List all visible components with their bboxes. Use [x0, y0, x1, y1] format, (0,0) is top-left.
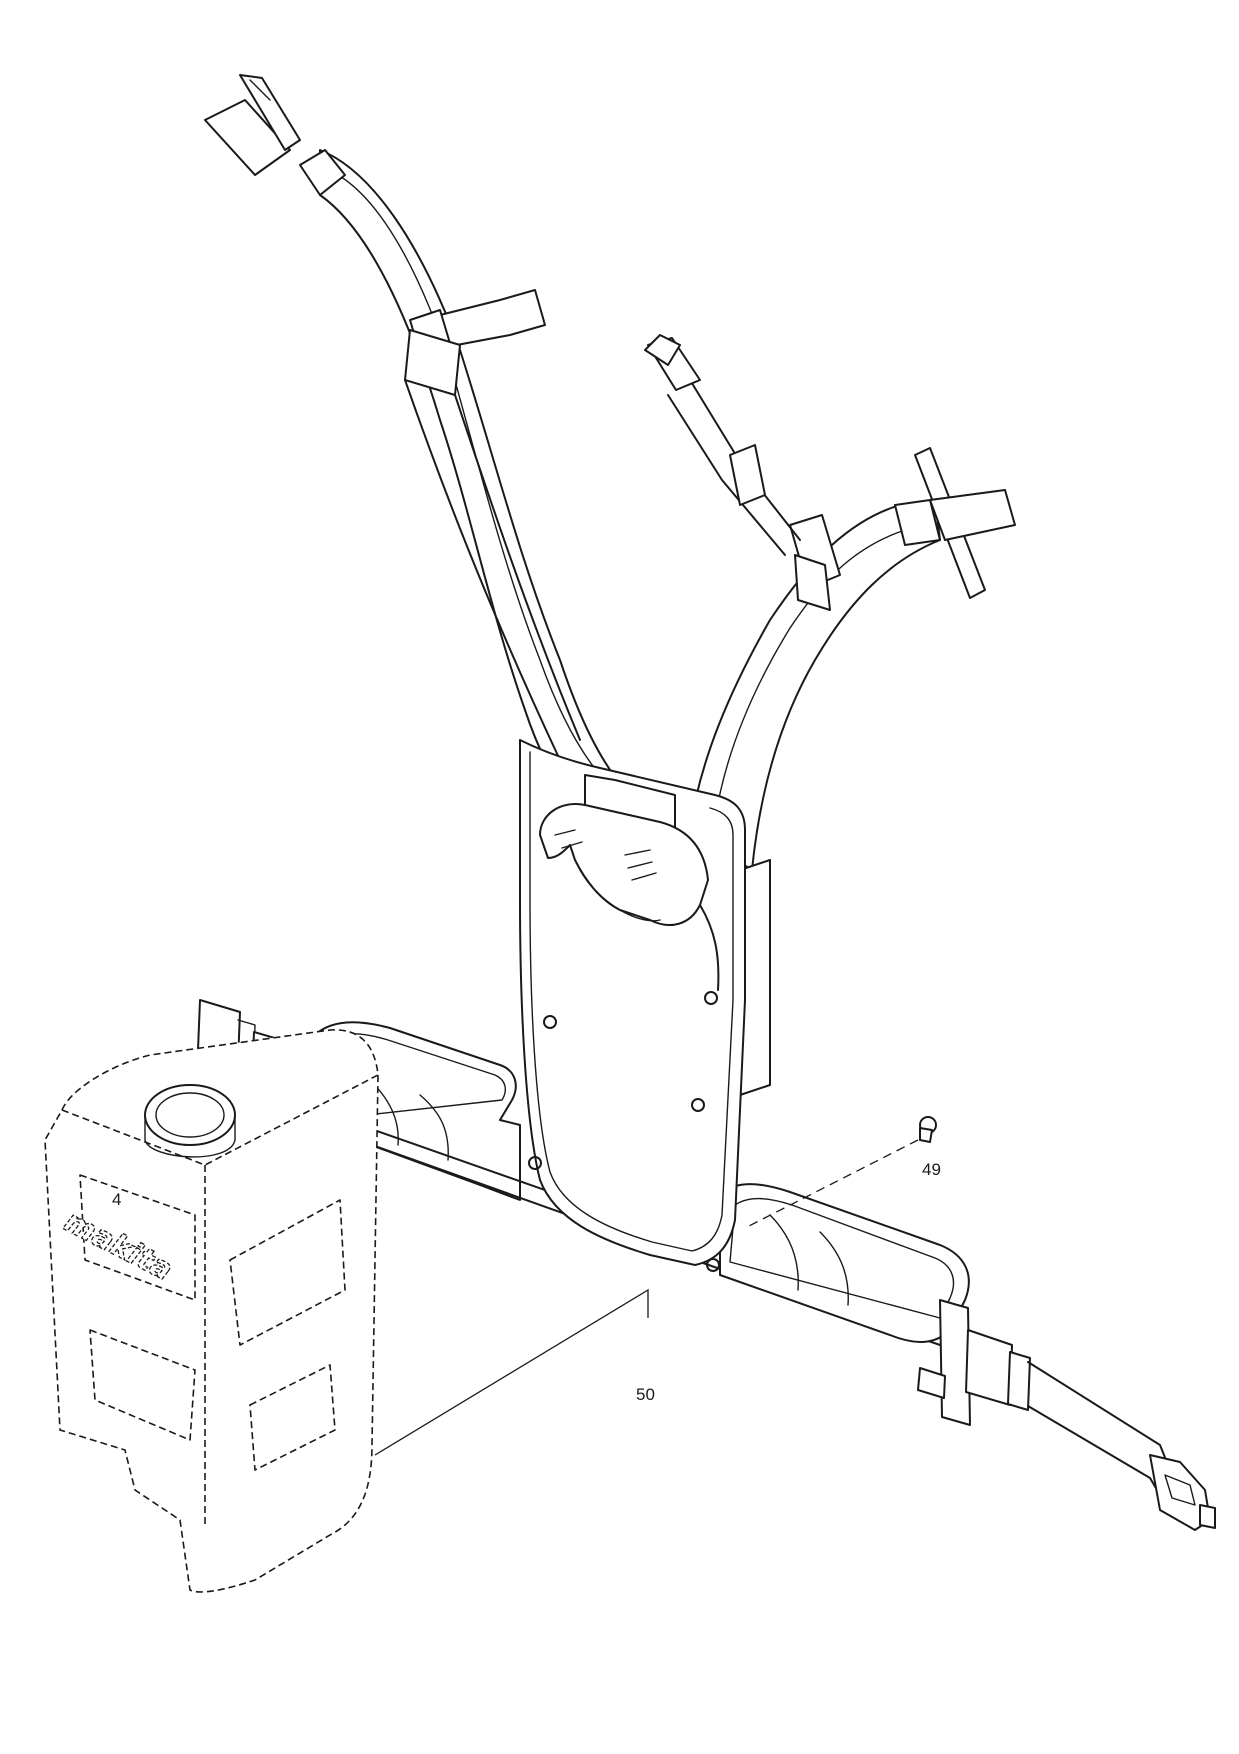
- left-shoulder-strap: [204, 74, 626, 841]
- tank-marking: 4: [112, 1190, 121, 1209]
- screw: [919, 1116, 937, 1143]
- callout-49: 49: [922, 1160, 941, 1179]
- water-tank: makita 4: [44, 1029, 379, 1593]
- leader-line-49: [744, 1139, 919, 1229]
- back-plate: [519, 739, 746, 1272]
- leader-line-50: [374, 1288, 649, 1456]
- callout-50: 50: [636, 1385, 655, 1404]
